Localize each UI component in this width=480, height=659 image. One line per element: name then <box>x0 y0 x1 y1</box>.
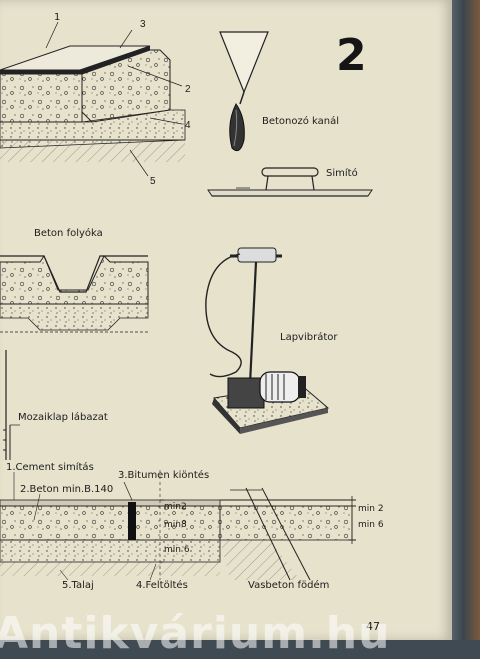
chapter-number: 2 <box>336 30 367 81</box>
layer-label-2: 2.Beton min.B.140 <box>20 484 114 495</box>
layer-label-5: 5.Talaj <box>62 580 94 591</box>
technical-drawings: 1 3 2 4 5 <box>0 12 373 581</box>
slab-callout-5: 5 <box>150 176 156 187</box>
slab-callout-4: 4 <box>185 120 191 131</box>
slab-diagram <box>0 21 186 177</box>
trowel-label: Betonozó kanál <box>262 116 340 127</box>
skirting-detail <box>3 350 20 460</box>
trowel-drawing <box>219 31 269 152</box>
layer-label-4: 4.Feltöltés <box>136 580 188 591</box>
slab-type-label: Vasbeton födém <box>248 580 330 591</box>
dim-min8-mid: min8 <box>164 520 187 530</box>
float-label: Simító <box>326 168 358 179</box>
plate-vibrator-drawing <box>205 247 330 434</box>
slab-callout-2: 2 <box>185 84 191 95</box>
layer-label-3: 3.Bitumen kiöntés <box>118 470 210 481</box>
float-drawing <box>207 167 373 197</box>
gutter-diagram <box>0 254 149 333</box>
page-number: 47 <box>366 620 380 633</box>
book-cover-edge <box>452 0 480 640</box>
watermark: Antikvárium.hu <box>0 608 391 659</box>
skirting-label: Mozaiklap lábazat <box>18 412 108 423</box>
slab-callout-1: 1 <box>54 12 60 23</box>
layer-label-1: 1.Cement simítás <box>6 462 94 473</box>
gutter-label: Beton folyóka <box>34 228 103 239</box>
floor-section-diagram <box>0 470 356 581</box>
slab-callout-3: 3 <box>140 19 146 30</box>
dim-min2-mid: min2 <box>164 502 187 512</box>
dim-min2-right: min 2 <box>358 504 384 514</box>
dim-min6-mid: min 6 <box>164 545 190 555</box>
dim-min6-right: min 6 <box>358 520 384 530</box>
vibrator-label: Lapvibrátor <box>280 332 338 343</box>
